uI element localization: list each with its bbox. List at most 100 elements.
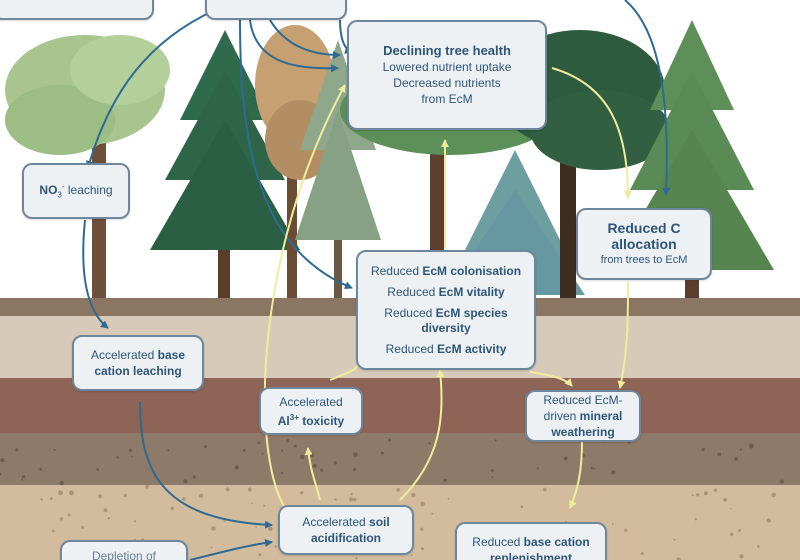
- gravel-dot: [171, 507, 174, 510]
- acid-bold-1: soil: [369, 515, 390, 529]
- gravel-dot: [431, 513, 433, 515]
- gravel-dot: [310, 453, 314, 457]
- gravel-dot: [396, 488, 400, 492]
- gravel-dot: [131, 456, 133, 458]
- no3-suffix: leaching: [65, 183, 113, 197]
- ecm-row3-plain: Reduced: [384, 306, 435, 320]
- gravel-dot: [411, 554, 413, 556]
- gravel-dot: [294, 445, 297, 448]
- gravel-dot: [60, 481, 64, 485]
- gravel-dot: [108, 517, 110, 519]
- gravel-dot: [262, 453, 264, 455]
- gravel-dot: [116, 456, 119, 459]
- gravel-dot: [258, 553, 261, 556]
- depletion-label: Depletion of: [92, 548, 156, 560]
- gravel-dot: [353, 498, 356, 501]
- gravel-dot: [491, 469, 494, 472]
- gravel-dot: [235, 466, 239, 470]
- gravel-dot: [199, 494, 203, 498]
- gravel-dot: [320, 469, 323, 472]
- ecm-row3-bold-1: EcM species: [436, 306, 508, 320]
- mineral-line-2: driven mineral: [544, 408, 623, 424]
- replenish-bold-2: replenishment: [490, 551, 572, 560]
- gravel-dot: [274, 545, 276, 547]
- reduced-c-subtitle: from trees to EcM: [601, 252, 688, 268]
- gravel-dot: [757, 545, 760, 548]
- gravel-dot: [537, 467, 539, 469]
- base-cation-replenishment-box: Reduced base cation replenishment: [455, 522, 607, 560]
- reduced-c-title-2: allocation: [611, 236, 676, 252]
- al-toxicity-bold: toxicity: [299, 414, 344, 428]
- ecm-diversity-line-2: diversity: [421, 321, 470, 336]
- al-toxicity-box: Accelerated Al3+ toxicity: [259, 387, 363, 435]
- gravel-dot: [730, 533, 733, 536]
- soil-acidification-box: Accelerated soil acidification: [278, 505, 414, 555]
- al-line-1: Accelerated: [279, 394, 342, 410]
- gravel-dot: [381, 452, 384, 455]
- ecm-row2-bold: EcM vitality: [439, 285, 505, 299]
- depletion-box-partial: Depletion of: [60, 540, 188, 560]
- acid-bold-2: acidification: [311, 531, 381, 545]
- partial-box-top-center: [205, 0, 347, 20]
- gravel-dot: [696, 493, 699, 496]
- gravel-dot: [22, 475, 26, 479]
- gravel-dot: [611, 470, 615, 474]
- gravel-dot: [420, 502, 425, 507]
- mineral-line2-bold: mineral: [580, 409, 623, 423]
- declining-tree-health-box: Declining tree health Lowered nutrient u…: [347, 20, 547, 130]
- gravel-dot: [281, 450, 283, 452]
- gravel-dot: [211, 547, 213, 549]
- mineral-weathering-box: Reduced EcM- driven mineral weathering: [525, 390, 641, 442]
- ecm-row1-bold: EcM colonisation: [422, 264, 521, 278]
- replenish-line-1: Reduced base cation: [472, 534, 589, 550]
- gravel-dot: [695, 518, 697, 520]
- al-superscript: 3+: [290, 413, 299, 422]
- gravel-dot: [69, 491, 74, 496]
- gravel-dot: [349, 497, 353, 501]
- base-cation-plain: Accelerated: [91, 348, 158, 362]
- partial-box-top-left: [0, 0, 154, 20]
- gravel-dot: [674, 539, 676, 541]
- mineral-line-1: Reduced EcM-: [543, 392, 622, 408]
- acid-line-2: acidification: [311, 530, 381, 546]
- gravel-dot: [81, 526, 84, 529]
- ecm-row1-plain: Reduced: [371, 264, 422, 278]
- gravel-dot: [564, 457, 568, 461]
- gravel-dot: [692, 494, 694, 496]
- gravel-dot: [591, 467, 594, 470]
- ecm-activity-line: Reduced EcM activity: [386, 342, 507, 357]
- reduced-c-allocation-box: Reduced C allocation from trees to EcM: [576, 208, 712, 280]
- ecm-row4-plain: Reduced: [386, 342, 437, 356]
- mineral-line-3: weathering: [551, 424, 614, 440]
- gravel-dot: [767, 518, 771, 522]
- gravel-dot: [641, 552, 644, 555]
- gravel-dot: [258, 442, 261, 445]
- gravel-dot: [772, 493, 776, 497]
- gravel-dot: [734, 457, 738, 461]
- gravel-dot: [167, 449, 169, 451]
- gravel-dot: [0, 458, 4, 462]
- gravel-dot: [723, 498, 727, 502]
- gravel-dot: [730, 508, 732, 510]
- no3-formula: NO: [39, 183, 57, 197]
- gravel-dot: [60, 517, 63, 520]
- base-cation-bold-1: base: [158, 348, 185, 362]
- base-cation-leaching-box: Accelerated base cation leaching: [72, 335, 204, 391]
- gravel-dot: [739, 554, 743, 558]
- gravel-dot: [281, 472, 284, 475]
- gravel-dot: [521, 505, 524, 508]
- al-line-2: Al3+ toxicity: [278, 410, 344, 429]
- ecm-effects-box: Reduced EcM colonisation Reduced EcM vit…: [356, 250, 536, 370]
- gravel-dot: [243, 449, 246, 452]
- gravel-dot: [780, 480, 784, 484]
- gravel-dot: [255, 526, 257, 528]
- gravel-dot: [388, 439, 391, 442]
- gravel-dot: [183, 479, 187, 483]
- gravel-dot: [353, 452, 358, 457]
- declining-line-1: Lowered nutrient uptake: [383, 59, 512, 75]
- replenish-line-2: replenishment: [490, 550, 572, 560]
- gravel-dot: [204, 445, 207, 448]
- gravel-dot: [334, 461, 337, 464]
- gravel-dot: [428, 442, 430, 444]
